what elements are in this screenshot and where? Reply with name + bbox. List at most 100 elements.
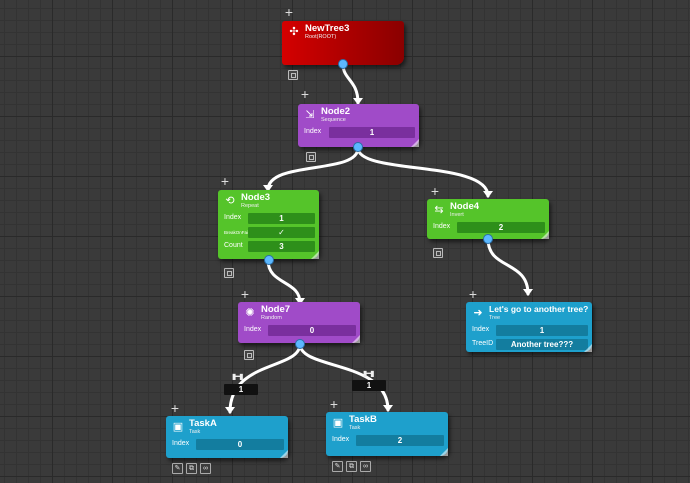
node-node3[interactable]: ⟲ Node3 Repeat Index 1 BreakOnFail ✓ Cou… xyxy=(218,190,319,259)
toggle-button[interactable] xyxy=(288,70,298,80)
toggle-button[interactable] xyxy=(433,248,443,258)
add-child-button[interactable]: + xyxy=(430,183,440,199)
node-title: NewTree3 xyxy=(305,23,350,34)
index-field[interactable]: 1 xyxy=(248,213,315,224)
wire-node3-node7 xyxy=(266,258,302,305)
toggle-button[interactable] xyxy=(224,268,234,278)
link-weight-field[interactable]: 1 xyxy=(352,380,386,391)
arrowhead xyxy=(263,185,273,192)
open-icon[interactable]: ⧉ xyxy=(186,463,197,474)
field-label: Count xyxy=(224,242,243,249)
index-field[interactable]: 1 xyxy=(329,127,415,138)
add-child-button[interactable]: + xyxy=(240,286,250,302)
node-subtitle: Invert xyxy=(450,212,464,218)
index-field[interactable]: 1 xyxy=(496,325,588,336)
node-title: Node7 xyxy=(261,304,291,315)
node-title: Let's go to another tree? xyxy=(489,304,589,314)
field-label: Index xyxy=(433,223,451,230)
add-child-button[interactable]: + xyxy=(329,396,339,412)
corner-fold xyxy=(280,450,288,458)
field-label: Index xyxy=(472,326,490,333)
weight-icon: ▮━▮ xyxy=(363,369,375,378)
invert-icon: ⇆ xyxy=(434,204,444,216)
node-subtitle: Repeat xyxy=(241,203,259,209)
index-field[interactable]: 2 xyxy=(457,222,545,233)
wire-node2-node3 xyxy=(266,146,360,192)
corner-fold xyxy=(352,335,360,343)
edit-icon[interactable]: ✎ xyxy=(332,461,343,472)
arrowhead xyxy=(483,191,493,198)
add-child-button[interactable]: + xyxy=(284,4,294,20)
node-node4[interactable]: ⇆ Node4 Invert Index 2 xyxy=(427,199,549,239)
edit-icon[interactable]: ✎ xyxy=(172,463,183,474)
count-field[interactable]: 3 xyxy=(248,241,315,252)
node-title: Node2 xyxy=(321,106,351,117)
task-icon: ▣ xyxy=(172,421,184,433)
node-title: Node3 xyxy=(241,192,271,203)
node-node7[interactable]: ✺ Node7 Random Index 0 xyxy=(238,302,360,343)
node-taskA[interactable]: ▣ TaskA Task Index 0 xyxy=(166,416,288,458)
wire-node2-node4 xyxy=(356,146,490,198)
node-tree[interactable]: ➜ Let's go to another tree? Tree Index 1… xyxy=(466,302,592,352)
arrowhead xyxy=(353,98,363,105)
output-port[interactable] xyxy=(483,234,493,244)
field-label: Index xyxy=(244,326,262,333)
link-icon[interactable]: ∞ xyxy=(360,461,371,472)
wire-root-node2 xyxy=(341,62,360,105)
node-node2[interactable]: ⇲ Node2 Sequence Index 1 xyxy=(298,104,419,147)
corner-fold xyxy=(311,251,319,259)
output-port[interactable] xyxy=(295,339,305,349)
field-label: Index xyxy=(304,128,322,135)
random-icon: ✺ xyxy=(245,307,255,319)
break-on-fail-checkbox[interactable]: ✓ xyxy=(248,227,315,238)
weight-icon: ▮━▮ xyxy=(232,372,244,381)
arrow-right-icon: ➜ xyxy=(473,307,483,319)
arrowhead xyxy=(383,405,393,412)
open-icon[interactable]: ⧉ xyxy=(346,461,357,472)
field-label: TreeID xyxy=(472,340,494,347)
wire-node7-taskB xyxy=(298,342,390,412)
output-port[interactable] xyxy=(264,255,274,265)
node-taskB[interactable]: ▣ TaskB Task Index 2 xyxy=(326,412,448,456)
node-title: TaskA xyxy=(189,418,217,429)
node-subtitle: Random xyxy=(261,315,282,321)
field-label: BreakOnFail xyxy=(224,230,250,235)
add-child-button[interactable]: + xyxy=(300,86,310,102)
toggle-button[interactable] xyxy=(244,350,254,360)
arrowhead xyxy=(225,407,235,414)
add-child-button[interactable]: + xyxy=(170,400,180,416)
field-label: Index xyxy=(332,436,350,443)
node-subtitle: Sequence xyxy=(321,117,346,123)
toggle-button[interactable] xyxy=(306,152,316,162)
node-root[interactable]: ✣ NewTree3 Root(ROOT) xyxy=(282,21,404,65)
corner-fold xyxy=(584,344,592,352)
index-field[interactable]: 0 xyxy=(268,325,356,336)
wire-node7-taskA xyxy=(228,342,302,414)
node-subtitle: Root(ROOT) xyxy=(305,34,337,40)
add-child-button[interactable]: + xyxy=(468,286,478,302)
field-label: Index xyxy=(172,440,190,447)
arrowhead xyxy=(295,298,305,305)
node-subtitle: Tree xyxy=(489,315,501,321)
link-icon[interactable]: ∞ xyxy=(200,463,211,474)
arrowhead xyxy=(523,289,533,296)
field-label: Index xyxy=(224,214,242,221)
sequence-icon: ⇲ xyxy=(305,109,315,121)
output-port[interactable] xyxy=(353,142,363,152)
corner-fold xyxy=(411,139,419,147)
root-icon: ✣ xyxy=(289,26,299,38)
index-field[interactable]: 2 xyxy=(356,435,444,446)
output-port[interactable] xyxy=(338,59,348,69)
node-title: TaskB xyxy=(349,414,377,425)
corner-fold xyxy=(440,448,448,456)
repeat-icon: ⟲ xyxy=(225,195,235,207)
add-child-button[interactable]: + xyxy=(220,173,230,189)
link-weight-field[interactable]: 1 xyxy=(224,384,258,395)
wire-node4-tree xyxy=(486,237,530,296)
index-field[interactable]: 0 xyxy=(196,439,284,450)
node-title: Node4 xyxy=(450,201,480,212)
node-subtitle: Task xyxy=(189,429,201,435)
node-subtitle: Task xyxy=(349,425,361,431)
tree-id-field[interactable]: Another tree??? xyxy=(496,339,588,350)
